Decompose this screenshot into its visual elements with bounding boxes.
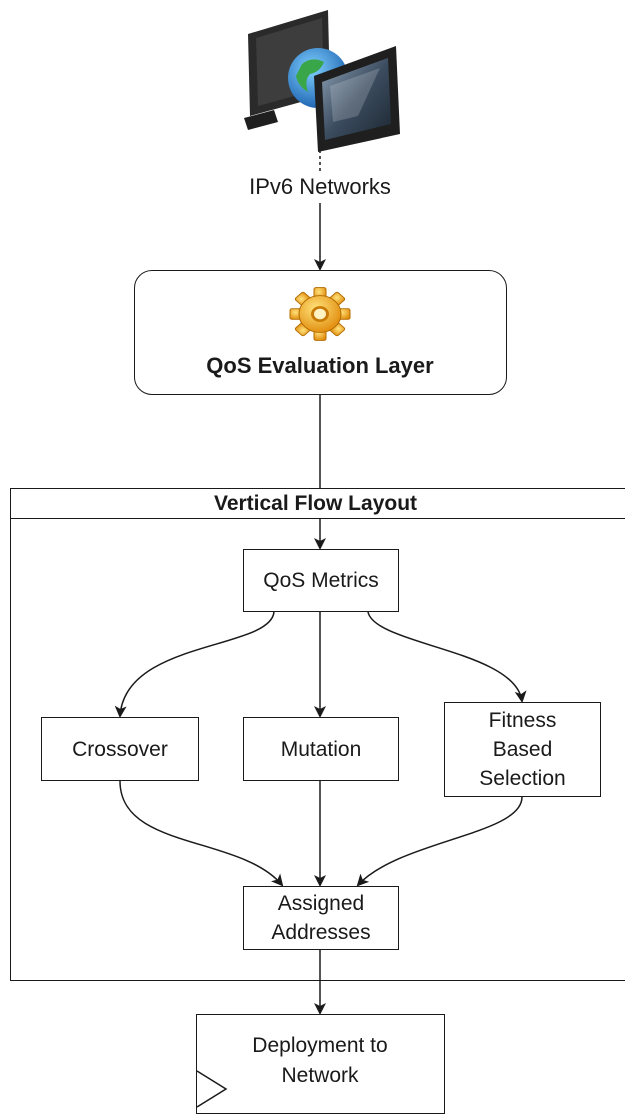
connector-fitness-to-assigned [356,796,523,887]
play-triangle-icon [196,1070,228,1108]
crossover-node[interactable]: Crossover [41,717,199,781]
gear-icon [289,287,351,341]
vertical-flow-swimlane: Vertical Flow Layout [10,488,625,981]
networked-computers-globe-icon [244,10,400,152]
assigned-label-line2: Addresses [271,921,371,944]
swimlane-title: Vertical Flow Layout [11,489,625,519]
fitness-label-line3: Selection [479,767,566,790]
connector-crossover-to-assigned [119,780,284,887]
qos-layer-title: QoS Evaluation Layer [206,353,434,378]
qos-metrics-node[interactable]: QoS Metrics [243,549,399,612]
qos-evaluation-layer[interactable]: QoS Evaluation Layer [134,270,507,395]
assigned-label-line1: Assigned [277,892,365,915]
mutation-node[interactable]: Mutation [243,717,399,781]
source-label: IPv6 Networks [249,174,391,199]
deployment-label-line1: Deployment to [252,1034,388,1057]
deployment-label-line2: Network [281,1064,359,1087]
fitness-label-line1: Fitness [488,709,557,732]
fitness-based-selection-node[interactable]: Fitness Based Selection [444,702,601,797]
connector-metrics-to-fitness [367,611,527,703]
assigned-addresses-node[interactable]: Assigned Addresses [243,886,399,950]
connector-metrics-to-crossover [114,611,275,718]
deployment-to-network-node[interactable]: Deployment to Network [196,1014,445,1114]
fitness-label-line2: Based [492,738,553,761]
